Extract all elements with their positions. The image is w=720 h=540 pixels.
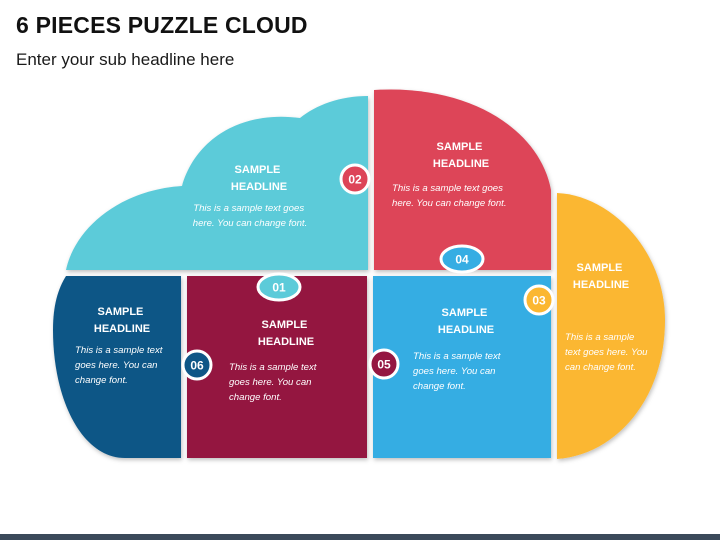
puzzle-piece-04 — [373, 276, 551, 458]
piece-04-text: This is a sample text goes here. You can… — [413, 351, 503, 392]
connector-04-number: 04 — [455, 253, 469, 267]
piece-01-shape — [66, 96, 368, 270]
connector-06: 06 — [181, 349, 213, 381]
connector-03: 03 — [523, 284, 555, 316]
puzzle-piece-06 — [53, 276, 181, 458]
piece-03-headline: SAMPLE HEADLINE — [573, 262, 629, 291]
puzzle-piece-01 — [66, 96, 368, 270]
connector-01: 01 — [256, 272, 302, 302]
connector-03-number: 03 — [532, 294, 546, 308]
piece-06-text: This is a sample text goes here. You can… — [75, 345, 165, 386]
page-title: 6 PIECES PUZZLE CLOUD — [16, 12, 308, 38]
piece-05-shape — [187, 276, 367, 458]
piece-04-shape — [373, 276, 551, 458]
piece-06-headline: SAMPLE HEADLINE — [94, 306, 150, 335]
connector-01-number: 01 — [272, 281, 286, 295]
piece-03-text: This is a sample text goes here. You can… — [565, 332, 650, 373]
connector-05-number: 05 — [377, 358, 391, 372]
piece-05-text: This is a sample text goes here. You can… — [229, 362, 319, 403]
connector-02: 02 — [339, 163, 371, 195]
connector-02-number: 02 — [348, 173, 362, 187]
connector-06-number: 06 — [190, 359, 204, 373]
piece-05-headline: SAMPLE HEADLINE — [258, 319, 314, 348]
puzzle-piece-03 — [557, 193, 665, 459]
piece-01-headline: SAMPLE HEADLINE — [231, 164, 287, 193]
piece-06-shape — [53, 276, 181, 458]
piece-04-headline: SAMPLE HEADLINE — [438, 307, 494, 336]
connector-05: 05 — [368, 348, 400, 380]
piece-02-text: This is a sample text goes here. You can… — [392, 183, 507, 209]
page-subtitle: Enter your sub headline here — [16, 50, 235, 69]
connector-04: 04 — [439, 244, 485, 274]
footer-bar — [0, 534, 720, 540]
piece-03-shape — [557, 193, 665, 459]
piece-01-text: This is a sample text goes here. You can… — [193, 203, 308, 229]
piece-02-shape — [374, 89, 551, 270]
piece-02-headline: SAMPLE HEADLINE — [433, 141, 489, 170]
puzzle-piece-05 — [187, 276, 367, 458]
puzzle-piece-02 — [374, 89, 551, 270]
